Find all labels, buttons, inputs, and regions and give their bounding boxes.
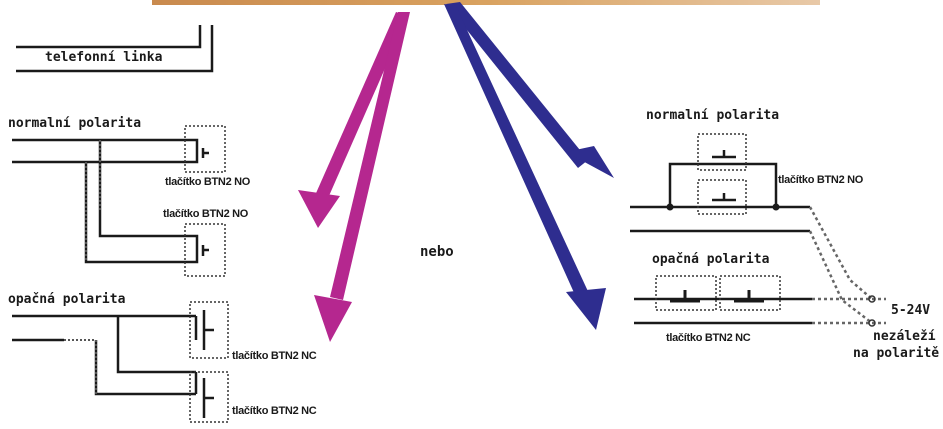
label-normalni-polarita-right: normalní polarita (646, 108, 780, 123)
label-telefonni-linka: telefonní linka (45, 50, 163, 65)
supply-terminals (868, 295, 876, 327)
label-voltage: 5-24V (891, 303, 931, 318)
label-btn2-no-1: tlačítko BTN2 NO (165, 176, 251, 188)
right-supply-dotted-links (808, 206, 886, 325)
label-btn2-no-2: tlačítko BTN2 NO (163, 208, 249, 220)
right-no-switch-bottom (697, 179, 747, 215)
right-normal-polarity-wiring (630, 162, 810, 233)
right-nc-switch-2 (719, 275, 781, 311)
left-normal-dashed-links (85, 140, 101, 262)
label-opacna-polarita-left: opačná polarita (8, 292, 126, 307)
label-nebo: nebo (420, 244, 454, 260)
btn2-nc-switch-2 (189, 371, 229, 423)
left-opposite-dashed-links (64, 339, 97, 394)
right-normal-nodes (666, 203, 780, 211)
right-opposite-polarity-wiring (634, 297, 812, 325)
phone-line-symbol (16, 25, 214, 73)
magenta-arrows (298, 12, 410, 342)
label-nezalezi: nezáleží (873, 329, 936, 344)
btn2-no-switch-2 (184, 223, 226, 277)
left-opposite-polarity-wiring (12, 314, 196, 396)
label-na-polarite: na polaritě (853, 346, 940, 361)
right-no-switch-top (697, 133, 747, 171)
label-btn2-nc-1: tlačítko BTN2 NC (232, 350, 317, 362)
label-btn2-nc-2: tlačítko BTN2 NC (232, 405, 317, 417)
btn2-nc-switch-1 (189, 301, 229, 359)
label-opacna-polarita-right: opačná polarita (652, 252, 770, 267)
blue-arrows (444, 2, 614, 330)
btn2-no-switch-1 (184, 125, 226, 173)
label-normalni-polarita-left: normalní polarita (8, 116, 142, 131)
device-photo-strip (152, 0, 820, 5)
left-normal-polarity-wiring (12, 138, 193, 264)
right-nc-switch-1 (655, 275, 717, 311)
label-btn2-nc-right: tlačítko BTN2 NC (666, 332, 751, 344)
label-btn2-no-right: tlačítko BTN2 NO (778, 174, 864, 186)
